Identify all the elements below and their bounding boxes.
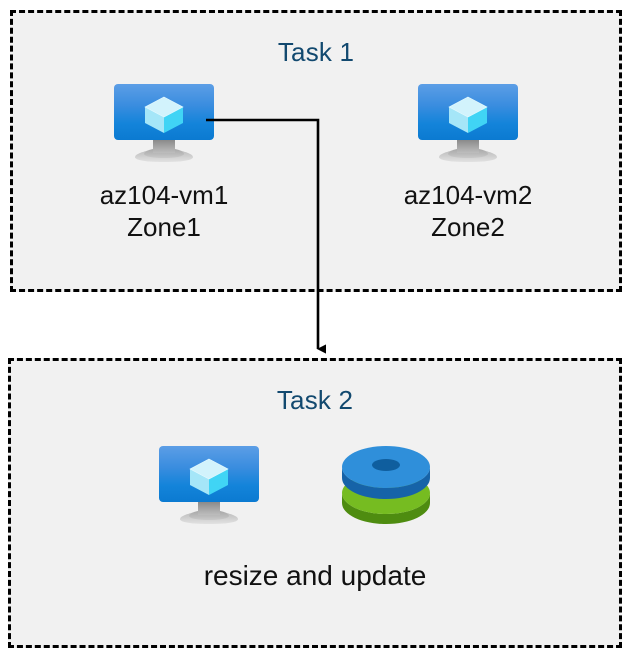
disks-icon[interactable] bbox=[336, 441, 436, 525]
vm-icon-az104-vm2[interactable] bbox=[418, 84, 518, 162]
monitor-neck bbox=[457, 140, 479, 153]
cube-glyph bbox=[448, 96, 488, 133]
task-1-title: Task 1 bbox=[277, 37, 355, 67]
vm-label-az104-vm2: az104-vm2 Zone2 bbox=[403, 180, 533, 242]
monitor-neck bbox=[198, 502, 220, 515]
task-1-container[interactable]: Task 1 az104-vm1 Zone1 bbox=[10, 10, 622, 292]
task-2-container[interactable]: Task 2 bbox=[8, 358, 622, 648]
cube-glyph bbox=[144, 96, 184, 133]
cube-glyph bbox=[189, 458, 229, 495]
vm-icon-az104-vm1[interactable] bbox=[114, 84, 214, 162]
task-2-caption: resize and update bbox=[203, 560, 427, 591]
monitor-base-inner bbox=[144, 148, 184, 158]
task-2-title: Task 2 bbox=[276, 385, 354, 415]
vm-label-az104-vm1: az104-vm1 Zone1 bbox=[99, 180, 229, 242]
monitor-base-inner bbox=[189, 510, 229, 520]
disks-glyph bbox=[342, 446, 430, 524]
monitor-base-inner bbox=[448, 148, 488, 158]
vm-icon-task2[interactable] bbox=[159, 446, 259, 524]
monitor-neck bbox=[153, 140, 175, 153]
